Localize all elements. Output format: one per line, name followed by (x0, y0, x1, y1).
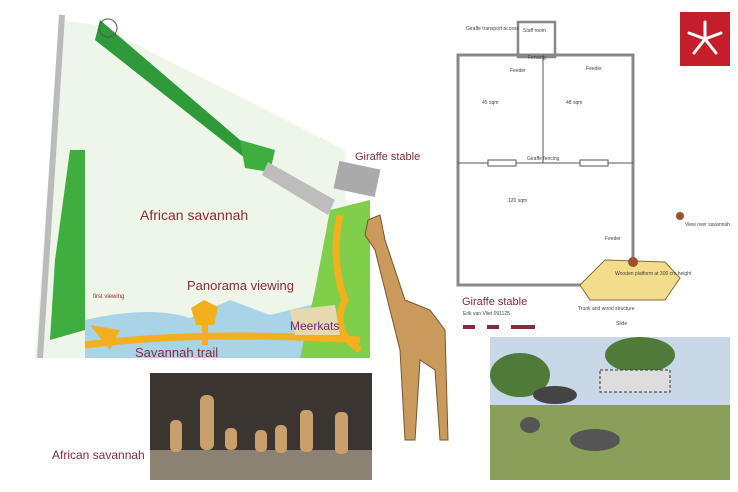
plan-author: Erik van Vliet 091125 (463, 311, 510, 317)
giraffe-stable-floor-plan: Giraffe transport access Staff room Fenc… (456, 20, 730, 329)
map-label-african-savannah: African savannah (140, 207, 248, 223)
plan-label-feeder: Feeder (510, 68, 526, 74)
scale-bar (463, 325, 535, 329)
map-label-panorama-viewing: Panorama viewing (187, 278, 294, 293)
map-label-giraffe-stable: Giraffe stable (355, 151, 420, 163)
plan-label-transport-access: Giraffe transport access (466, 26, 519, 32)
plan-label-giraffe-fencing: Giraffe fencing (527, 156, 560, 162)
zebra-photo (490, 337, 730, 480)
giraffe-image (364, 214, 449, 441)
plan-label-120sqm: 120 sqm (508, 198, 527, 204)
site-map: Giraffe stable African savannah Panorama… (35, 14, 420, 360)
plan-label-staff-room: Staff room (523, 28, 546, 34)
plan-label-48sqm: 48 sqm (566, 100, 582, 106)
plan-label-trunk: Trunk and wood structure (578, 306, 635, 312)
map-label-meerkats: Meerkats (290, 319, 339, 333)
plan-label-fencing: Fencing (528, 55, 546, 61)
flower-icon (687, 20, 723, 55)
plan-label-feeder: Feeder (605, 236, 621, 242)
map-label-first-viewing: first viewing (93, 294, 124, 300)
plan-title: Giraffe stable (462, 296, 527, 308)
caption-african-savannah: African savannah (52, 448, 145, 462)
plan-label-feeder: Feeder (586, 66, 602, 72)
plan-label-45sqm: 45 sqm (482, 100, 498, 106)
plan-label-view: View over savannah (685, 222, 730, 228)
map-label-savannah-trail: Savannah trail (135, 345, 218, 360)
zoo-logo (680, 12, 730, 66)
meerkat-photo (150, 373, 372, 480)
plan-label-platform: Wooden platform at 300 cm height (615, 271, 692, 277)
plan-label-slide: Slide (616, 321, 627, 327)
